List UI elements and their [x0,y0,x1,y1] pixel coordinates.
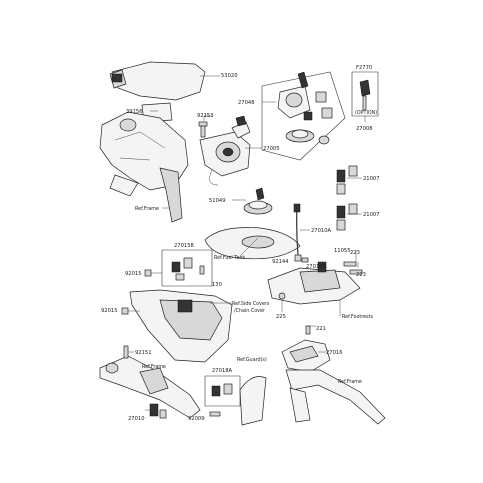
label-ref-frame-2: Ref.Frame [142,364,166,370]
bolt-92151-icon [123,345,129,359]
bolt-92015-icon [121,307,129,315]
label-27010A: 27010A [311,228,332,234]
bolt-92153-icon [198,121,208,138]
label-ref-footrests: Ref.Footrests [342,314,373,320]
label-ref-chain-cover: /Chain Cover [234,308,265,314]
label-92015-b: 92015 [101,308,118,314]
label-ref-frame-3: Ref.Frame [338,379,362,385]
guard-shape [239,376,267,426]
key-icon [235,115,247,127]
key-icon [359,79,371,97]
label-270158: 270158 [174,243,194,249]
label-11055: 11055 [334,248,351,254]
label-270108: 270108 [306,264,326,270]
wiring-harness-icon [293,203,310,262]
bolt-92015-icon [144,269,152,277]
switch-27018A [204,375,241,417]
label-ref-side-covers: Ref.Side Covers [232,301,270,307]
lock-cylinder-icon [318,135,330,145]
label-225: 225 [276,314,286,320]
label-39156: 39156 [126,109,143,115]
frame-downtube [159,167,183,223]
lock-cylinder-icon [211,385,221,397]
label-223-a: 223 [350,250,360,256]
fuel-tank [204,227,301,260]
label-27048: 27048 [238,100,255,106]
label-92153: 92153 [197,113,214,119]
switch-27010 [145,403,167,419]
label-F2770: F2770 [356,65,372,71]
part-labels: 53020 39156 92153 27048 27005 F2770 (OPT… [101,65,380,422]
lock-cylinder-icon [303,91,333,121]
key-blank [351,71,379,122]
lock-cylinder-icon [149,403,159,417]
switch-21007-upper [336,165,362,195]
label-92015-a: 92015 [125,271,142,277]
side-cover-assembly [144,249,213,287]
label-92009: 92009 [188,416,205,422]
ignition-switch-icon [199,115,262,186]
label-ref-frame-1: Ref.Frame [135,206,159,212]
label-92151: 92151 [135,350,152,356]
cover-logo-icon [111,73,123,83]
label-ref-guards: Ref.Guard(s) [237,357,267,363]
label-ref-fuel-tank: Ref.Fuel Tank [214,255,245,261]
label-221: 221 [316,326,326,332]
bolt-221-icon [305,325,311,335]
label-51049: 51049 [209,198,226,204]
label-130: 130 [212,282,222,288]
label-27010: 27010 [128,416,145,422]
cover-icon [121,289,233,363]
frame-gusset [109,174,139,197]
label-53020: 53020 [221,73,238,79]
steering-head-icon [119,118,137,132]
fuel-cap-icon [232,187,273,215]
bracket-icon [267,250,363,316]
bolt-92009-icon [209,411,221,417]
label-option: (OPTION) [355,110,377,116]
label-21007-upper: 21007 [363,176,380,182]
frame-head-assembly [99,61,220,223]
label-21007-lower: 21007 [363,212,380,218]
label-92144: 92144 [272,259,289,265]
cover-plate [111,61,206,101]
lock-set-box [261,71,346,161]
lock-cylinder-icon [336,169,346,183]
bolt-223-icon [343,261,363,275]
label-223-b: 223 [356,272,366,278]
rear-frame-icon [281,325,386,425]
key-icon [297,71,309,89]
washer-225-icon [278,292,286,300]
switch-21007-lower [336,203,362,231]
lock-cylinder-icon [336,205,346,219]
label-27018A: 27018A [212,368,233,374]
label-27005: 27005 [263,146,280,152]
label-27016: 27016 [326,350,343,356]
frame-icon [99,345,201,419]
pin-130-icon [199,265,205,275]
lock-cylinder-icon [171,261,181,273]
label-27008: 27008 [356,126,373,132]
